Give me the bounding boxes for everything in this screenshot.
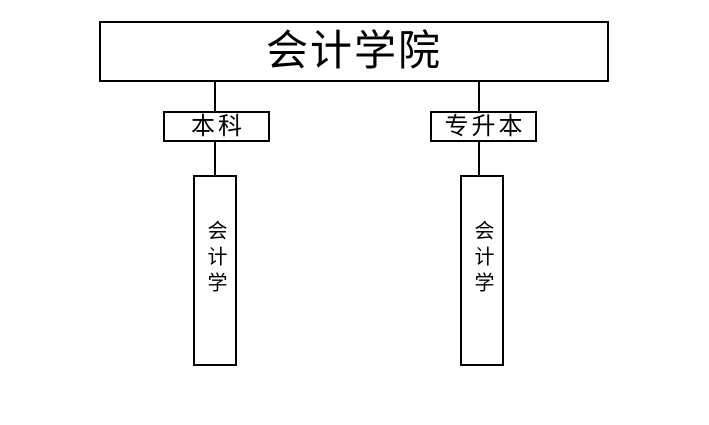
connector-root-to-right-branch (478, 81, 480, 112)
connector-right-branch-to-leaf (478, 141, 480, 176)
leaf-node-label: 会计学 (471, 220, 493, 298)
connector-left-branch-to-leaf (214, 141, 216, 176)
leaf-node-accounting-left: 会计学 (193, 175, 237, 366)
root-node-college: 会计学院 (99, 21, 609, 82)
branch-node-top-up: 专升本 (430, 111, 537, 142)
connector-root-to-left-branch (214, 81, 216, 112)
branch-node-label: 本科 (191, 113, 245, 140)
branch-node-label: 专升本 (444, 113, 526, 140)
leaf-node-label: 会计学 (204, 220, 226, 298)
root-node-label: 会计学院 (265, 28, 442, 75)
leaf-node-accounting-right: 会计学 (460, 175, 504, 366)
branch-node-undergraduate: 本科 (163, 111, 270, 142)
